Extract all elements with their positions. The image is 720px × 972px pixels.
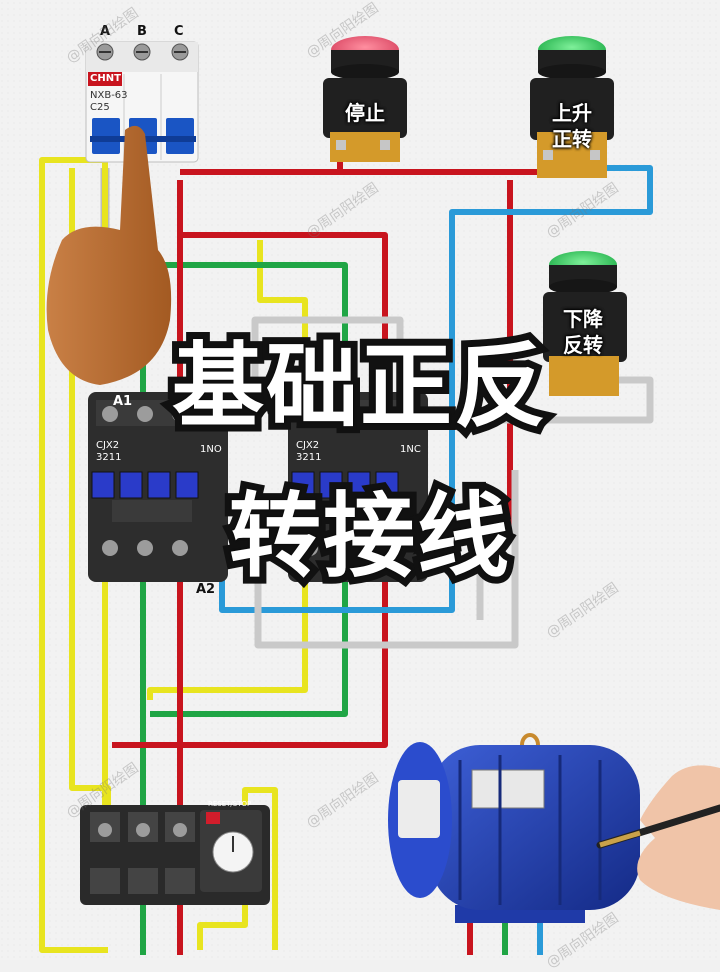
down-reverse-button-label[interactable]: 下降 反转 (563, 307, 603, 357)
contactor-reverse-model: CJX2 (296, 440, 320, 451)
up-forward-button-label[interactable]: 上升 正转 (552, 101, 592, 151)
title-line-2: 转接线 (222, 476, 516, 597)
overload-reset-label: RESET/STOP (208, 800, 252, 808)
breaker-rating: C25 (90, 102, 110, 113)
wire-green (150, 540, 348, 717)
wire-yellow (242, 787, 278, 950)
breaker-brand: CHNT (90, 73, 121, 84)
motor (388, 733, 640, 923)
phase-label-c: C (174, 24, 184, 39)
pointing-hand (46, 125, 172, 385)
stop-button-label[interactable]: 停止 (345, 101, 385, 125)
contactor-forward-aux: 1NO (200, 444, 222, 455)
contactor-reverse (288, 392, 428, 582)
contactor-reverse-rating: 3211 (296, 452, 322, 463)
contactor-forward (88, 392, 228, 582)
contactor-forward-rating: 3211 (96, 452, 122, 463)
up-forward-button[interactable] (530, 36, 614, 178)
wire-yellow (257, 240, 308, 392)
title-line-1: 基础正反 (165, 326, 553, 447)
wire-red (180, 232, 388, 392)
coil-a1-label: A1 (113, 394, 133, 409)
contactor-forward-model: CJX2 (96, 440, 120, 451)
wire-white (254, 470, 519, 649)
coil-a2-label: A2 (196, 582, 216, 597)
phase-label-b: B (137, 24, 147, 39)
phase-label-a: A (100, 24, 111, 39)
wire-white (251, 316, 404, 395)
wire-yellow (39, 157, 108, 953)
down-reverse-button[interactable] (543, 251, 627, 396)
wire-blue (219, 165, 653, 613)
breaker-model: NXB-63 (90, 90, 128, 101)
overload-relay (80, 805, 270, 905)
circuit-breaker[interactable] (85, 41, 199, 163)
wire-green (150, 262, 348, 392)
wire-yellow (147, 540, 308, 700)
contactor-reverse-aux: 1NC (400, 444, 421, 455)
stop-button[interactable] (323, 36, 407, 162)
drawing-hand (596, 765, 720, 910)
